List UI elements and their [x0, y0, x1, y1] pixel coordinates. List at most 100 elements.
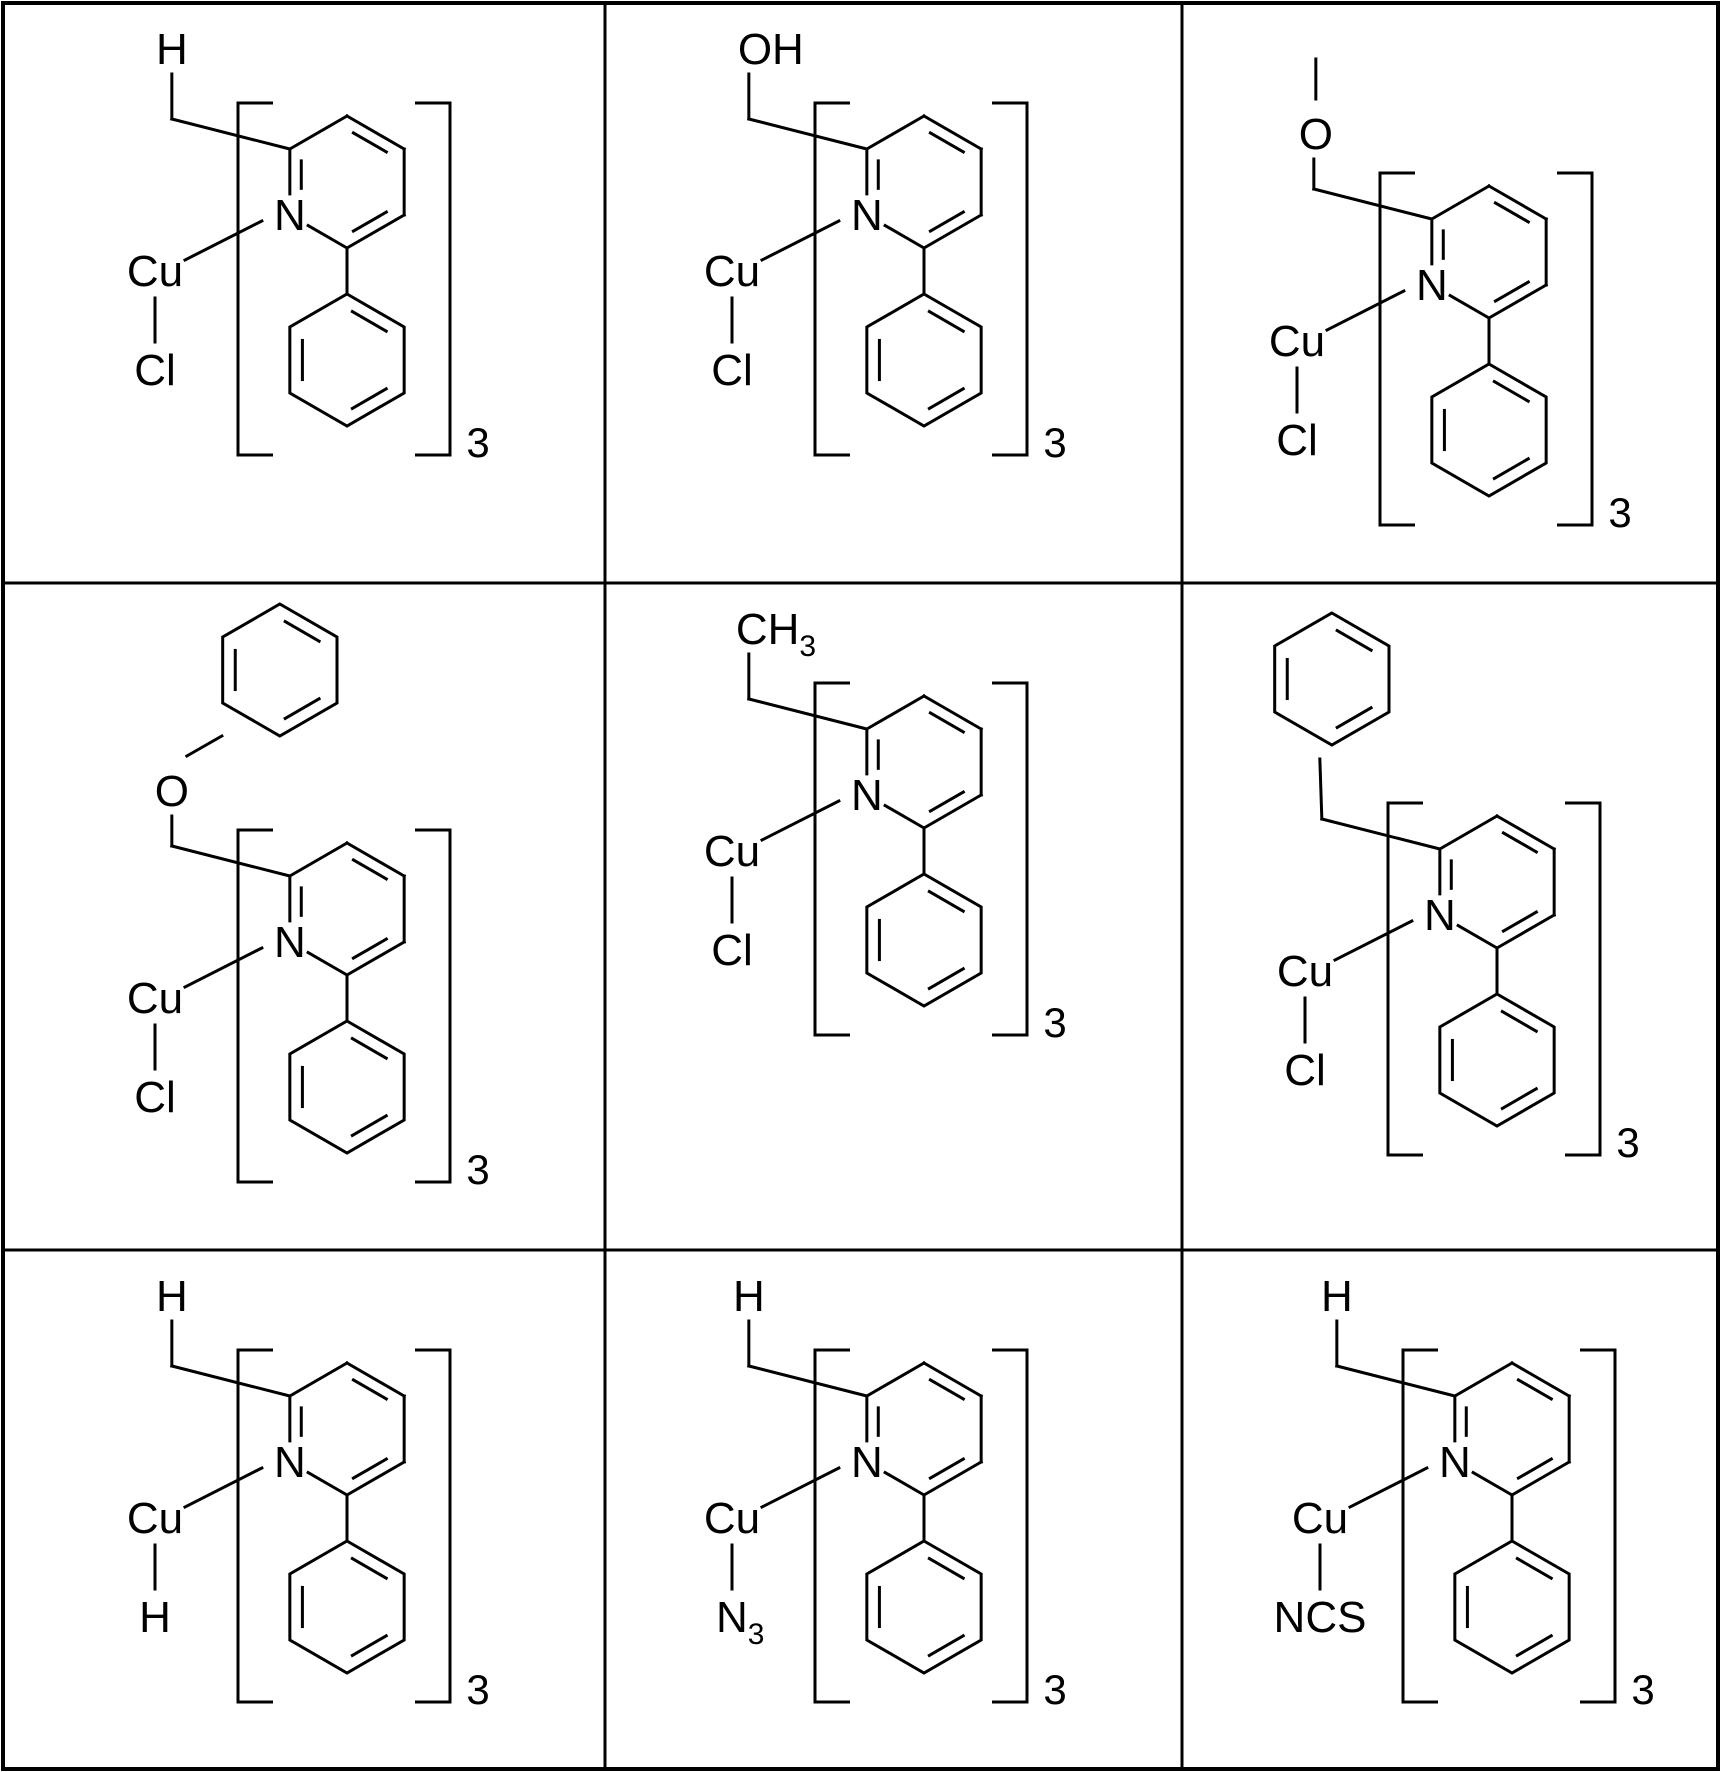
ligand-brackets	[815, 683, 1027, 1035]
methylene-bond	[1337, 1366, 1455, 1396]
phenyl-ring-outline	[1455, 1541, 1569, 1673]
phenyl-ring	[1432, 364, 1546, 496]
stoichiometry-label: 3	[1608, 489, 1631, 536]
stoichiometry-label: 3	[1631, 1666, 1654, 1713]
ligand-label: H	[139, 1593, 171, 1642]
complex-r1c2: NOHCuCl3	[704, 25, 1067, 466]
ring-bond	[1473, 1473, 1512, 1495]
methylene-bond	[749, 699, 867, 729]
left-bracket	[815, 1350, 850, 1702]
ligand-label: Cl	[711, 926, 753, 975]
ring-bond	[867, 116, 924, 149]
ring-nitrogen-label: N	[851, 1438, 883, 1487]
substituent-label-main: CH	[736, 605, 800, 654]
methylene-bond	[1322, 819, 1440, 849]
right-bracket	[415, 1350, 450, 1702]
coordination-bond	[185, 221, 262, 260]
metal-label: Cu	[127, 974, 183, 1023]
coordination-bond	[1335, 921, 1412, 960]
right-bracket	[992, 1350, 1027, 1702]
ring-bond	[290, 116, 347, 149]
complex-r2c1: NOCuCl3	[127, 604, 490, 1193]
phenyl-ring-outline	[867, 874, 981, 1006]
ring-bond	[308, 953, 347, 975]
right-bracket	[992, 103, 1027, 455]
ligand-label: Cl	[134, 1073, 176, 1122]
coordination-bond	[1327, 291, 1404, 330]
metal-label: Cu	[704, 827, 760, 876]
stoichiometry-label: 3	[1043, 419, 1066, 466]
ligand-brackets	[1380, 173, 1592, 525]
ring-bond	[1432, 186, 1489, 219]
metal-label: Cu	[127, 247, 183, 296]
stoichiometry-label: 3	[1616, 1119, 1639, 1166]
table-border	[3, 3, 1718, 1769]
right-bracket	[1565, 803, 1600, 1155]
left-bracket	[1388, 803, 1423, 1155]
phenyl-ring-outline	[1432, 364, 1546, 496]
ring-bond	[1450, 296, 1489, 318]
ring-nitrogen-label: N	[274, 1438, 306, 1487]
ring-bond	[885, 806, 924, 828]
phenyl-ring-outline	[290, 1021, 404, 1153]
pyridine-ring	[1455, 1363, 1569, 1495]
substituent-label: OH	[738, 25, 804, 74]
ring-bond	[1440, 816, 1497, 849]
right-bracket	[415, 103, 450, 455]
coordination-bond	[185, 1468, 262, 1507]
ring-nitrogen-label: N	[1416, 261, 1448, 310]
stoichiometry-label: 3	[1043, 999, 1066, 1046]
ligand-brackets	[1403, 1350, 1615, 1702]
oxygen-label: O	[1299, 110, 1333, 159]
ring-bond	[290, 843, 347, 876]
substituent-label: H	[1321, 1272, 1353, 1321]
coordination-bond	[762, 221, 839, 260]
ring-bond	[867, 1363, 924, 1396]
substituent-label-subscript: 3	[799, 630, 816, 663]
pyridine-ring	[290, 843, 404, 975]
stoichiometry-label: 3	[466, 1666, 489, 1713]
ring-bond	[885, 1473, 924, 1495]
phenyl-ring-outline	[290, 1541, 404, 1673]
phenyl-ring	[290, 294, 404, 426]
phenyl-ring	[290, 1021, 404, 1153]
metal-label: Cu	[1277, 947, 1333, 996]
ring-nitrogen-label: N	[1439, 1438, 1471, 1487]
ring-bond	[308, 226, 347, 248]
ring-nitrogen-label: N	[851, 191, 883, 240]
stoichiometry-label: 3	[466, 1146, 489, 1193]
table-grid	[3, 3, 1718, 1769]
left-bracket	[1380, 173, 1415, 525]
right-bracket	[1580, 1350, 1615, 1702]
stoichiometry-label: 3	[466, 419, 489, 466]
right-bracket	[415, 830, 450, 1182]
phenyl-ring-outline	[290, 294, 404, 426]
metal-label: Cu	[127, 1494, 183, 1543]
left-bracket	[815, 683, 850, 1035]
phenyl-ring-outline	[1440, 994, 1554, 1126]
ring-nitrogen-label: N	[274, 191, 306, 240]
phenyl-ring	[290, 1541, 404, 1673]
complex-r3c1: NHCuH3	[127, 1272, 490, 1713]
methylene-bond	[749, 119, 867, 149]
phenyl-ring-outline	[1275, 613, 1389, 745]
ligand-label: NCS	[1274, 1593, 1367, 1642]
left-bracket	[238, 103, 273, 455]
phenyl-ring	[867, 874, 981, 1006]
substituent-label: H	[156, 25, 188, 74]
pyridine-ring	[867, 1363, 981, 1495]
complex-r3c3: NHCuNCS3	[1274, 1272, 1655, 1713]
phenyl-ring-outline	[867, 294, 981, 426]
left-bracket	[1403, 1350, 1438, 1702]
metal-label: Cu	[704, 247, 760, 296]
ring-bond	[290, 1363, 347, 1396]
ring-bond	[308, 1473, 347, 1495]
coordination-bond	[1350, 1468, 1427, 1507]
methylene-bond	[749, 1366, 867, 1396]
substituent-label: H	[156, 1272, 188, 1321]
substituent-label: H	[733, 1272, 765, 1321]
ligand-brackets	[238, 830, 450, 1182]
complex-r1c3: NOCuCl3	[1269, 59, 1632, 536]
ligand-label-subscript: 3	[748, 1618, 765, 1651]
metal-label: Cu	[1269, 317, 1325, 366]
